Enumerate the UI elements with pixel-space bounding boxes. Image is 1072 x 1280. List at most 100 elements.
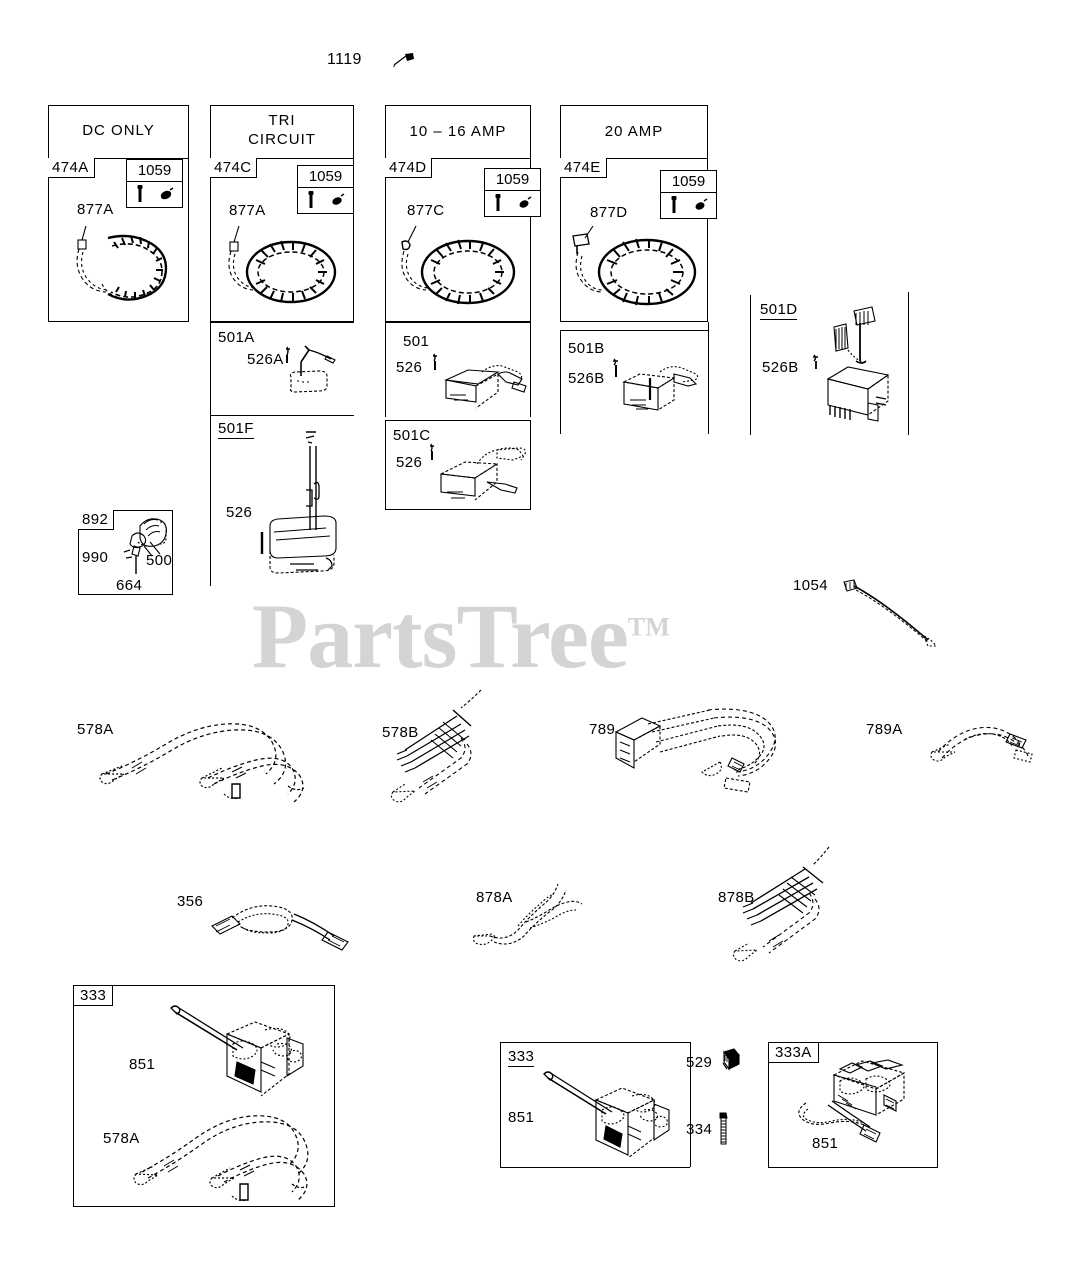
section-501-left-border	[385, 322, 386, 417]
section-501b-right-rule	[708, 322, 709, 434]
coil-box-mid-tag: 333	[508, 1048, 535, 1067]
ignition-box-tag-892: 892	[78, 510, 115, 530]
panel-dc-only-title: DC ONLY	[82, 122, 155, 139]
section-501d-right-rule	[908, 292, 909, 435]
panel-tri-circuit-title: TRI CIRCUIT	[248, 112, 316, 148]
ignition-coil-left-art	[165, 1000, 310, 1110]
bolt-icon	[669, 196, 679, 214]
coil-box-mid-bottom-rule	[500, 1167, 690, 1168]
section-501f-top-rule	[210, 415, 354, 416]
bolt-icon	[135, 185, 145, 203]
section-501-right-border	[530, 322, 531, 417]
alternator-stator-10-16-amp-art	[390, 218, 525, 318]
panel-10-16-amp-part-tag: 474D	[385, 158, 433, 178]
section-501c-box	[385, 420, 531, 510]
voltage-regulator-501d-art	[810, 305, 910, 430]
ignition-switch-art	[118, 512, 180, 590]
cable-tie-1054-art	[838, 574, 948, 654]
voltage-regulator-501-art	[428, 350, 533, 412]
callout-500: 500	[146, 552, 173, 569]
inset-1059-number: 1059	[661, 171, 716, 193]
panel-tri-circuit-title-rule	[210, 158, 354, 159]
panel-20-amp-part-tag: 474E	[560, 158, 607, 178]
group-501a-tag: 501A	[218, 329, 255, 346]
ignition-coil-right-art	[788, 1055, 938, 1155]
panel-10-16-amp-title-rule	[385, 158, 531, 159]
callout-578b-row: 578B	[382, 724, 419, 741]
panel-dc-only-part-tag: 474A	[48, 158, 95, 178]
alternator-stator-20-amp-art	[565, 218, 705, 318]
callout-1054: 1054	[793, 577, 828, 594]
coil-box-right-333a	[768, 1042, 938, 1168]
group-501d-tag: 501D	[760, 301, 798, 320]
wire-lead-878a-art	[470, 878, 610, 958]
callout-789a-row: 789A	[866, 721, 903, 738]
voltage-regulator-501b-art	[608, 356, 708, 414]
wire-harness-789a-art	[926, 710, 1041, 770]
bolt-icon	[493, 194, 503, 212]
coil-box-mid-right-rule	[690, 1042, 691, 1167]
screw-334-icon	[716, 1112, 732, 1146]
callout-877d: 877D	[590, 204, 628, 221]
callout-578a-row: 578A	[77, 721, 114, 738]
coil-box-left-333	[73, 985, 335, 1207]
voltage-regulator-501a-art	[283, 343, 355, 399]
callout-526-501: 526	[396, 359, 423, 376]
wire-harness-578b-art	[383, 688, 513, 806]
callout-877a-tri: 877A	[229, 202, 266, 219]
inset-1059-10-16-amp: 1059	[484, 168, 541, 217]
coil-box-left-tag: 333	[73, 985, 114, 1006]
section-501d-left-rule	[750, 295, 751, 435]
retainer-clip-529-icon	[718, 1048, 742, 1074]
group-501c-tag: 501C	[393, 427, 431, 444]
callout-851-right-box: 851	[812, 1135, 839, 1152]
spark-plug-wire-578a-left-art	[128, 1086, 328, 1202]
callout-877a-dc: 877A	[77, 201, 114, 218]
section-501b-left-rule	[560, 330, 561, 434]
inset-1059-20-amp: 1059	[660, 170, 717, 219]
voltage-regulator-501c-art	[425, 440, 533, 506]
washer-icon	[518, 196, 532, 210]
washer-icon	[160, 187, 174, 201]
callout-990: 990	[82, 549, 109, 566]
callout-578a-left-box: 578A	[103, 1130, 140, 1147]
section-501b-top-rule	[560, 330, 708, 331]
callout-529: 529	[686, 1054, 713, 1071]
partstree-watermark: PartsTreeTM	[252, 590, 670, 682]
ignition-coil-mid-art	[540, 1068, 680, 1168]
coil-box-mid-top-rule	[500, 1042, 690, 1043]
panel-dc-only	[48, 105, 189, 322]
inset-1059-number: 1059	[127, 160, 182, 182]
callout-334: 334	[686, 1121, 713, 1138]
callout-526b-501b: 526B	[568, 370, 605, 387]
panel-20-amp-title: 20 AMP	[604, 123, 664, 140]
section-501a-top-rule	[210, 322, 354, 323]
group-501-tag: 501	[403, 333, 430, 350]
sheet-reference-number: 1119	[327, 51, 362, 68]
panel-20-amp-title-rule	[560, 158, 708, 159]
spark-plug-wire-578a-art	[92, 696, 347, 803]
inset-1059-tri-circuit: 1059	[297, 165, 354, 214]
panel-dc-only-title-rule	[48, 158, 189, 159]
inset-1059-number: 1059	[298, 166, 353, 188]
section-501-top-rule	[385, 322, 531, 323]
washer-icon	[331, 193, 345, 207]
group-501f-tag: 501F	[218, 420, 254, 439]
callout-356-row: 356	[177, 893, 204, 910]
washer-icon	[694, 198, 708, 212]
coil-box-mid-left-rule	[500, 1042, 501, 1167]
alternator-stator-tri-circuit-art	[215, 218, 345, 318]
callout-526b-501d: 526B	[762, 359, 799, 376]
panel-10-16-amp-title: 10 – 16 AMP	[409, 123, 507, 140]
callout-877c: 877C	[407, 202, 445, 219]
wire-harness-789-art	[608, 690, 853, 805]
wire-harness-878b-art	[725, 845, 855, 965]
callout-878a-row: 878A	[476, 889, 513, 906]
bolt-icon	[306, 191, 316, 209]
coil-box-right-tag: 333A	[768, 1042, 819, 1063]
callout-851-left-box: 851	[129, 1056, 156, 1073]
group-501b-tag: 501B	[568, 340, 605, 357]
callout-664: 664	[116, 577, 143, 594]
alternator-stator-dc-only-art	[62, 218, 182, 318]
